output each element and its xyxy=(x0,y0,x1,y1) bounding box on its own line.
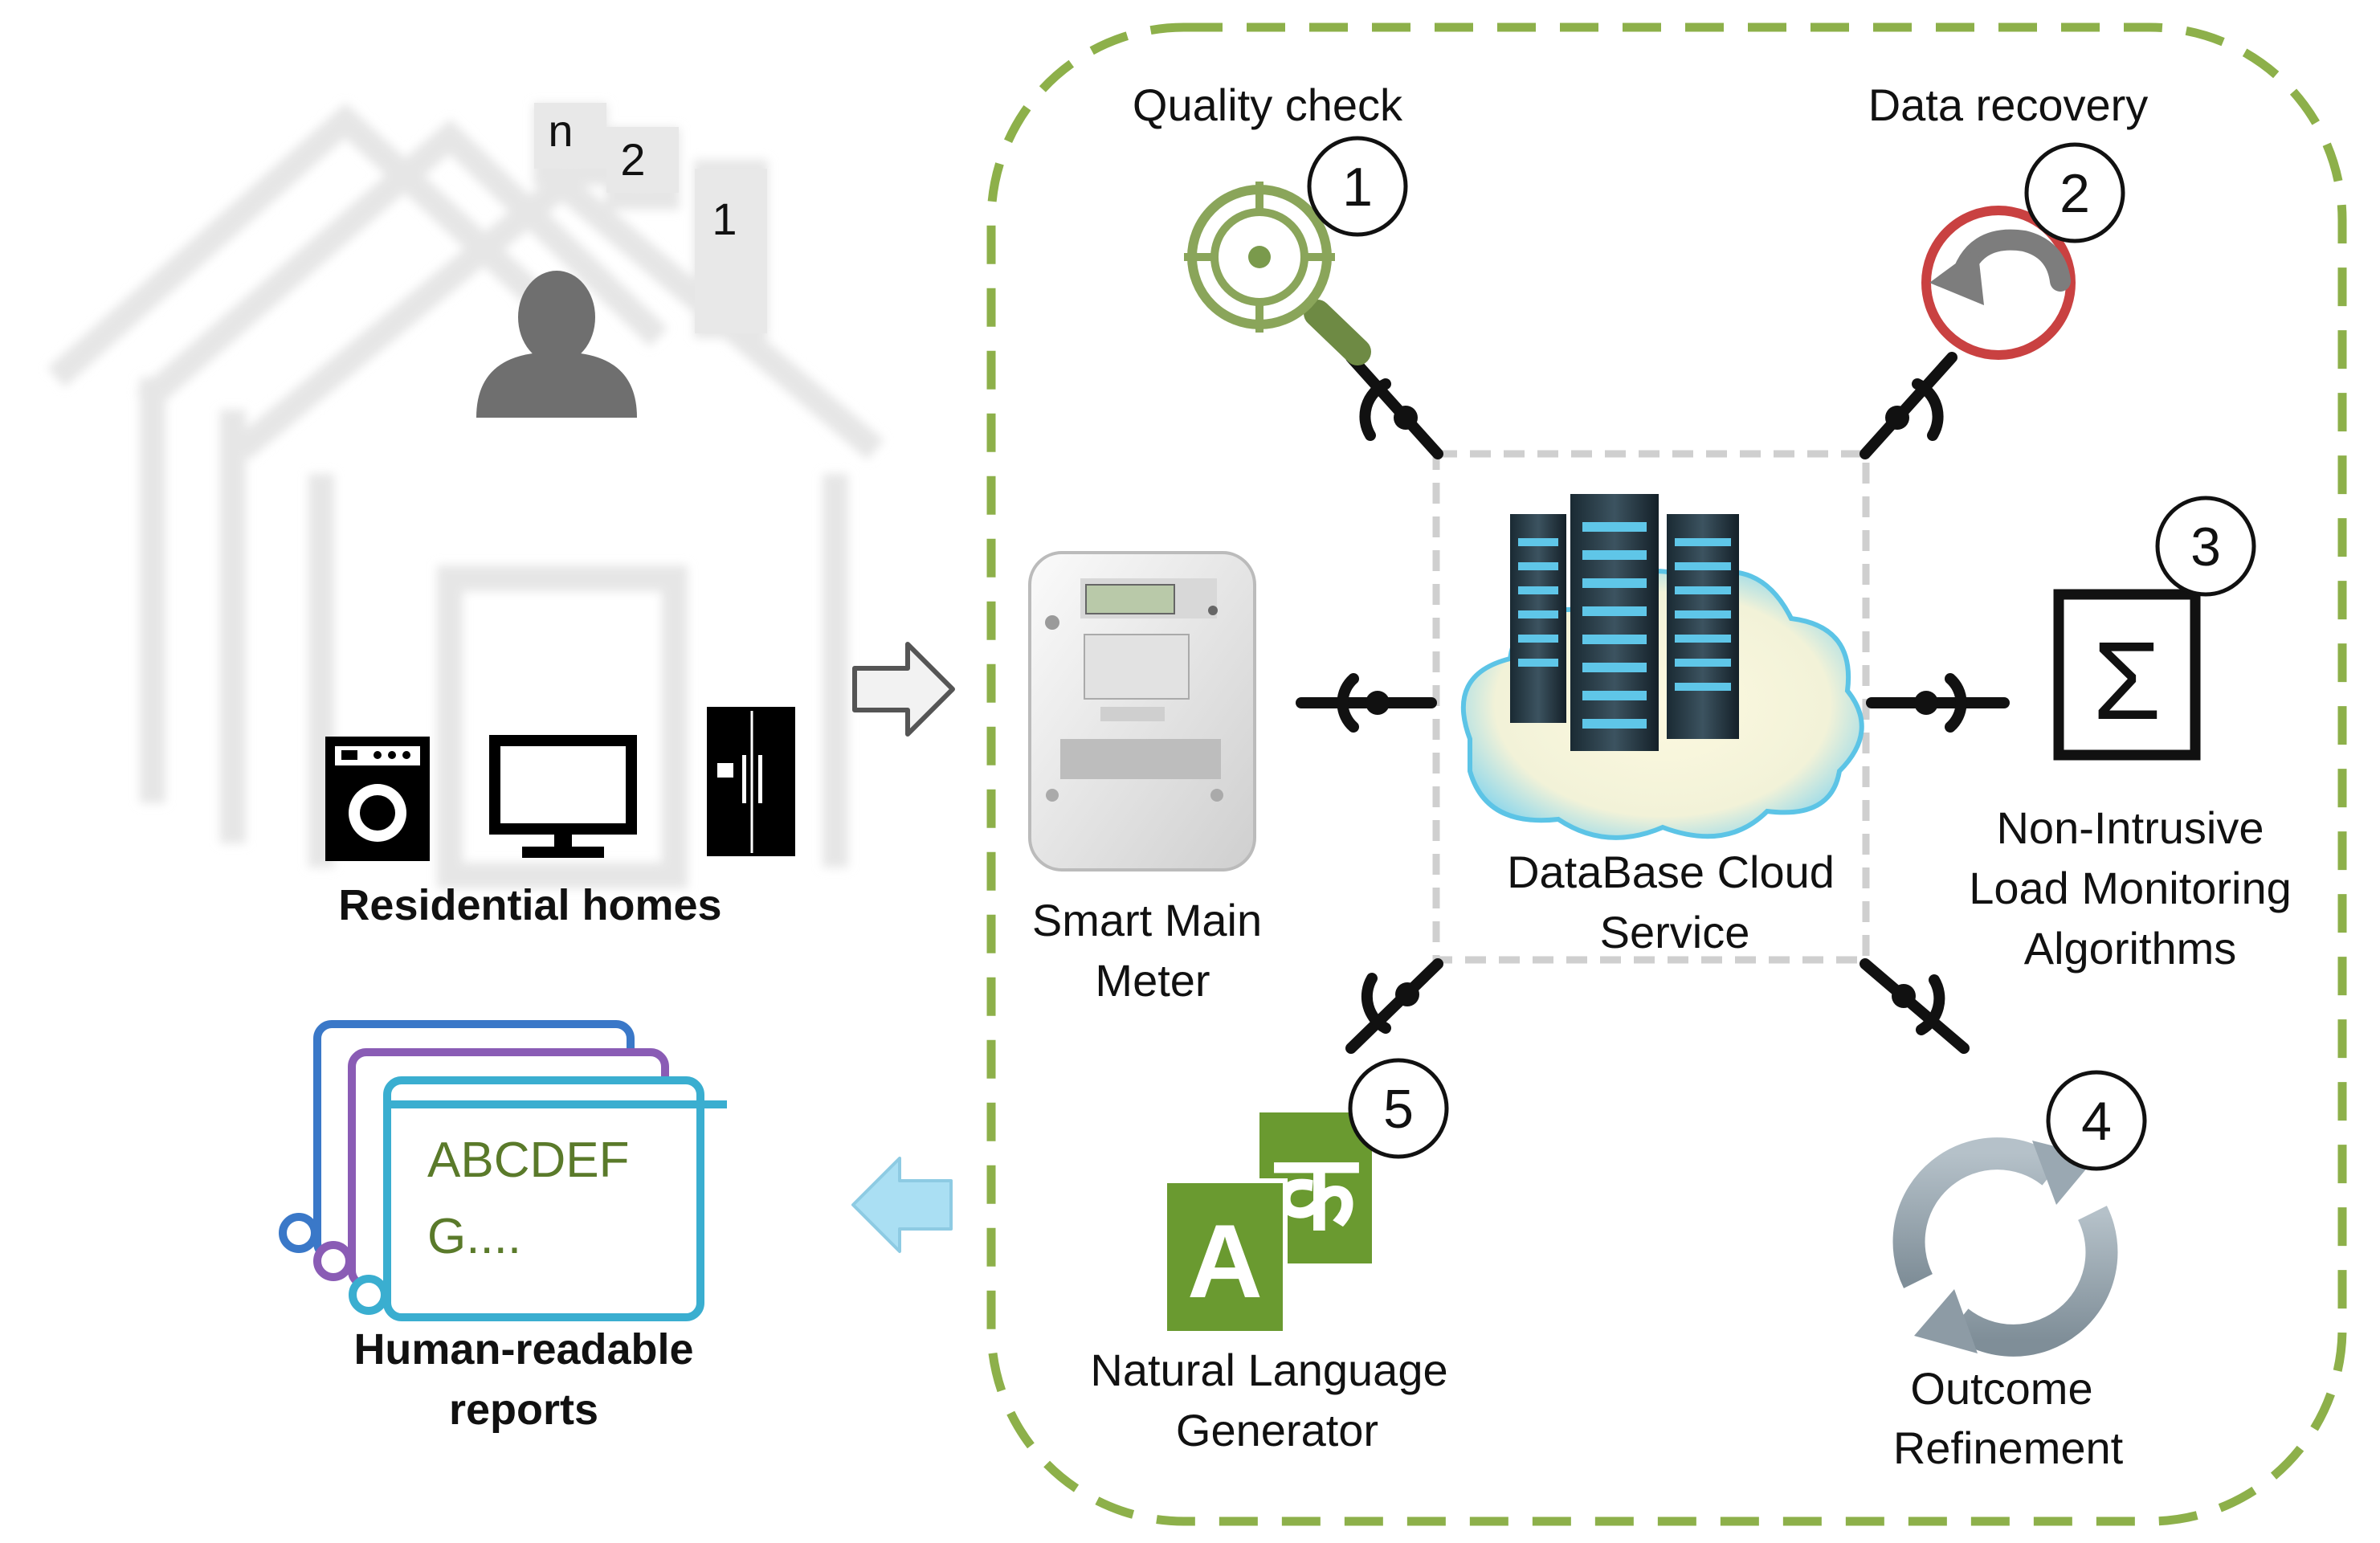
reports-icon: ABCDEF G.... xyxy=(279,1020,727,1321)
data-recovery-label: Data recovery xyxy=(1868,80,2149,130)
database-label-line1: DataBase Cloud xyxy=(1507,847,1835,897)
tv-icon xyxy=(489,735,637,858)
step-1-number: 1 xyxy=(1342,157,1373,218)
step-3-number: 3 xyxy=(2190,516,2221,578)
house-number-n: n xyxy=(548,105,573,156)
step-2-number: 2 xyxy=(2060,163,2090,224)
step-2-badge xyxy=(2024,142,2125,243)
nlg-glyph-latin: A xyxy=(1187,1202,1263,1320)
input-arrow xyxy=(852,642,955,737)
undo-icon xyxy=(1921,206,2076,360)
nilm-label-line1: Non-Intrusive xyxy=(1996,802,2264,853)
residential-homes-icon: n 2 1 xyxy=(47,103,884,888)
nilm-label-line2: Load Monitoring xyxy=(1969,863,2292,913)
connector-data-recovery xyxy=(1860,352,1957,459)
nlg-label-line2: Generator xyxy=(1176,1405,1378,1455)
nlg-label-line1: Natural Language xyxy=(1090,1345,1447,1395)
database-cloud-icon xyxy=(1460,494,1864,840)
processing-boundary xyxy=(986,22,2347,1526)
house-number-2: 2 xyxy=(620,134,645,185)
smart-meter-label-line2: Meter xyxy=(1095,955,1210,1006)
sigma-symbol: Σ xyxy=(2092,619,2161,743)
smart-meter-icon xyxy=(1028,551,1256,872)
quality-check-label: Quality check xyxy=(1133,80,1403,130)
database-label-line2: Service xyxy=(1600,907,1750,957)
reports-label-line2: reports xyxy=(449,1386,598,1434)
refinement-label-line1: Outcome xyxy=(1910,1363,2092,1414)
step-5-number: 5 xyxy=(1383,1079,1414,1140)
database-service-box xyxy=(1432,450,1870,964)
quality-check-icon xyxy=(1184,182,1371,365)
connector-nilm xyxy=(1866,673,2010,733)
washing-machine-icon xyxy=(325,737,430,861)
connector-refinement xyxy=(1860,958,1970,1054)
connector-nlg xyxy=(1345,958,1443,1054)
refinement-label-line2: Refinement xyxy=(1893,1423,2124,1473)
output-arrow xyxy=(851,1157,953,1253)
connector-quality-check xyxy=(1345,352,1443,459)
translate-icon: क A xyxy=(1162,1112,1372,1336)
nilm-icon xyxy=(2053,589,2201,761)
report-text-line1: ABCDEF xyxy=(427,1133,629,1188)
house-number-1: 1 xyxy=(712,194,737,244)
step-3-badge xyxy=(2155,496,2256,597)
server-rack-icon xyxy=(1510,494,1739,751)
connector-meter xyxy=(1296,673,1437,733)
report-text-line2: G.... xyxy=(427,1209,521,1264)
step-4-badge xyxy=(2046,1070,2147,1171)
fridge-icon xyxy=(707,707,795,856)
nilm-label-line3: Algorithms xyxy=(2024,923,2237,974)
person-icon xyxy=(476,271,637,418)
smart-meter-label-line1: Smart Main xyxy=(1032,895,1262,945)
step-4-number: 4 xyxy=(2081,1091,2112,1152)
step-5-badge xyxy=(1348,1058,1449,1159)
residential-homes-label: Residential homes xyxy=(338,881,721,929)
refresh-icon xyxy=(1892,1137,2118,1357)
reports-label-line1: Human-readable xyxy=(353,1325,693,1374)
step-1-badge xyxy=(1307,136,1408,237)
